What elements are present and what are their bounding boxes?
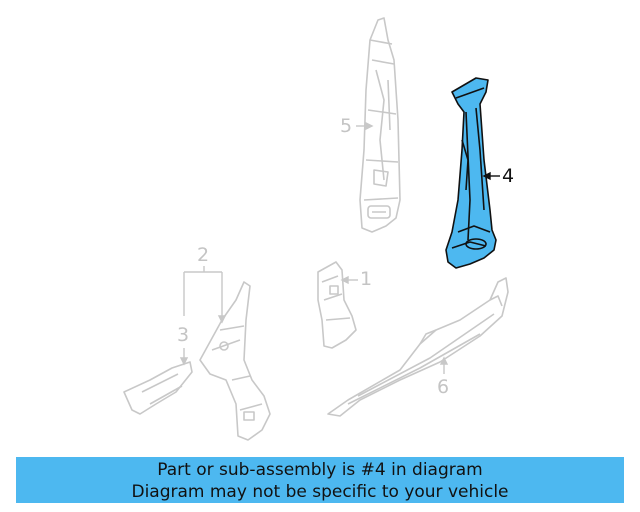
part-2-hinge-pillar <box>199 281 271 441</box>
part-3-lower-bracket <box>123 361 193 415</box>
callout-6-leader <box>439 356 449 374</box>
parts-diagram <box>123 17 509 441</box>
info-banner: Part or sub-assembly is #4 in diagram Di… <box>16 457 624 503</box>
callout-1-leader <box>340 275 358 285</box>
callout-5-leader <box>356 121 374 131</box>
callout-label-1: 1 <box>360 268 373 290</box>
callout-label-3: 3 <box>177 324 190 346</box>
part-4-highlighted-pillar <box>445 77 497 269</box>
banner-line-part: Part or sub-assembly is #4 in diagram <box>157 460 483 480</box>
part-6-rocker-sill <box>327 277 509 417</box>
callout-label-5: 5 <box>340 115 353 137</box>
part-5-inner-pillar <box>359 17 401 233</box>
part-1-bracket <box>317 261 357 349</box>
callout-3-leader <box>179 348 189 366</box>
callout-label-4: 4 <box>502 165 515 187</box>
callout-label-6: 6 <box>437 376 450 398</box>
callout-2-leader <box>183 266 227 324</box>
callout-4-leader <box>482 171 500 181</box>
banner-line-disclaimer: Diagram may not be specific to your vehi… <box>131 482 509 502</box>
callout-label-2: 2 <box>197 244 210 266</box>
